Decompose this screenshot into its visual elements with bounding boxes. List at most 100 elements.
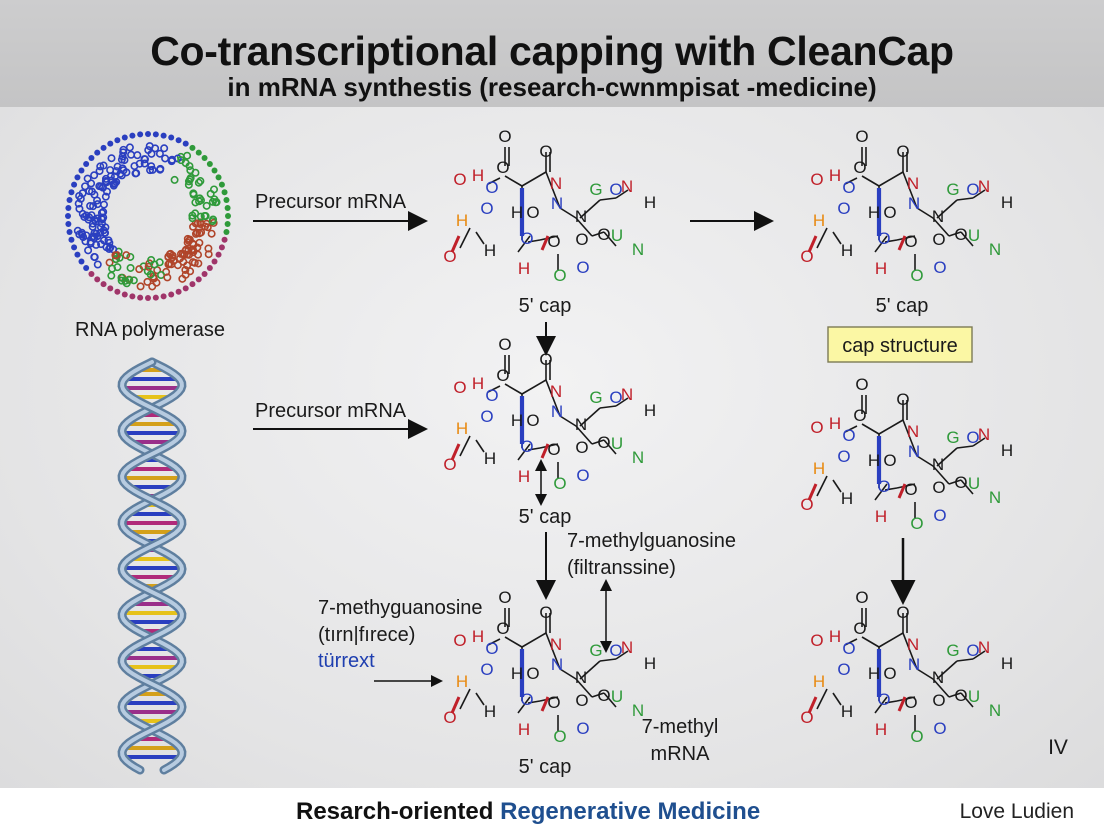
- cap-label-top-center: 5' cap: [519, 295, 572, 317]
- polymerase-ring-dot: [215, 174, 222, 181]
- bond: [936, 447, 958, 467]
- polymerase-band-dot: [147, 162, 156, 171]
- atom-label: O: [597, 686, 610, 705]
- rna-polymerase-label: RNA polymerase: [75, 319, 225, 341]
- atom-label: O: [933, 258, 946, 277]
- bond: [896, 483, 916, 489]
- atom-label: H: [472, 374, 484, 393]
- polymerase-band-dot: [90, 171, 99, 180]
- polymerase-band-dot: [140, 155, 149, 164]
- polymerase-band-dot: [148, 165, 157, 174]
- atom-label: O: [453, 170, 466, 189]
- polymerase-band-dot: [191, 209, 200, 218]
- atom-label: O: [877, 690, 890, 709]
- polymerase-band-dot: [194, 250, 203, 259]
- atom-label: O: [526, 203, 539, 222]
- bond: [932, 678, 950, 698]
- polymerase-band-dot: [155, 149, 164, 158]
- polymerase-band-dot: [113, 162, 122, 171]
- polymerase-band-dot: [117, 273, 126, 282]
- atom-label: O: [877, 477, 890, 496]
- atom-label: O: [575, 691, 588, 710]
- polymerase-band-dot: [88, 222, 97, 231]
- bond: [878, 171, 904, 187]
- polymerase-band-dot: [90, 215, 99, 224]
- bond: [861, 175, 880, 187]
- polymerase-band-dot: [126, 252, 135, 261]
- polymerase-band-dot: [93, 260, 102, 269]
- atom-label: H: [472, 627, 484, 646]
- polymerase-ring-dot: [68, 236, 75, 243]
- header: Co-transcriptional capping with CleanCap…: [0, 0, 1104, 107]
- bond: [884, 487, 898, 491]
- atom-label: O: [485, 639, 498, 658]
- cap-structure-label: cap structure: [842, 335, 958, 357]
- bond-highlight: [807, 483, 818, 501]
- atom-label: O: [954, 473, 967, 492]
- polymerase-ring-dot: [71, 244, 78, 251]
- polymerase-band-dot: [168, 251, 177, 260]
- bond: [948, 231, 962, 237]
- polymerase-band-dot: [143, 277, 152, 286]
- atom-label: N: [908, 442, 920, 461]
- polymerase-band-dot: [74, 199, 83, 208]
- polymerase-band-dot: [100, 228, 109, 237]
- atom-label: O: [496, 158, 509, 177]
- atom-label: O: [855, 588, 868, 607]
- polymerase-ring-dot: [74, 251, 81, 258]
- polymerase-band-dot: [200, 212, 209, 221]
- polymerase-ring-dot: [218, 181, 225, 188]
- atom-label: O: [576, 466, 589, 485]
- polymerase-band-dot: [107, 271, 116, 280]
- atom-label: O: [810, 631, 823, 650]
- bond: [896, 235, 916, 241]
- atom-label: O: [966, 428, 979, 447]
- atom-label: O: [842, 178, 855, 197]
- bond: [459, 227, 471, 249]
- polymerase-band-dot: [195, 229, 204, 238]
- polymerase-ring-dot: [68, 189, 75, 196]
- polymerase-ring-dot: [114, 137, 121, 144]
- atom-label: H: [518, 720, 530, 739]
- polymerase-band-dot: [167, 157, 176, 166]
- bond: [539, 235, 559, 241]
- polymerase-band-dot: [169, 256, 178, 265]
- atom-label: N: [908, 655, 920, 674]
- methyguanosine-left-label-2: (tırn|fırece): [318, 624, 415, 646]
- polymerase-band-dot: [157, 270, 166, 279]
- atom-label: O: [932, 691, 945, 710]
- bond: [603, 231, 617, 247]
- atom-label: O: [954, 686, 967, 705]
- polymerase-band-dot: [135, 265, 144, 274]
- polymerase-ring-dot: [100, 144, 107, 151]
- atom-label: G: [589, 641, 602, 660]
- atom-label: O: [837, 447, 850, 466]
- polymerase-band-dot: [140, 159, 149, 168]
- bond-highlight: [540, 235, 550, 251]
- polymerase-ring-dot: [66, 197, 73, 204]
- dna-helix-graphic: [117, 357, 187, 775]
- polymerase-band-dot: [82, 211, 91, 220]
- polymerase-ring-dot: [74, 174, 81, 181]
- atom-label: O: [597, 225, 610, 244]
- polymerase-ring-dot: [129, 132, 136, 139]
- bond: [539, 696, 559, 702]
- atom-label: H: [868, 664, 880, 683]
- polymerase-band-dot: [86, 239, 95, 248]
- atom-label: N: [907, 422, 919, 441]
- atom-label: H: [1001, 441, 1013, 460]
- bond: [575, 425, 593, 445]
- polymerase-band-dot: [90, 252, 99, 261]
- page-title: Co-transcriptional capping with CleanCap: [150, 28, 954, 74]
- atom-label: H: [484, 702, 496, 721]
- atom-label: O: [576, 719, 589, 738]
- atom-label: O: [855, 127, 868, 146]
- footer-caption-accent: Regenerative Medicine: [500, 798, 761, 825]
- bond: [956, 445, 974, 449]
- atom-label: O: [547, 232, 560, 251]
- bond: [487, 385, 501, 393]
- bond: [517, 696, 531, 714]
- footer: Resarch-oriented Regenerative Medicine L…: [0, 788, 1104, 832]
- polymerase-band-dot: [145, 142, 154, 151]
